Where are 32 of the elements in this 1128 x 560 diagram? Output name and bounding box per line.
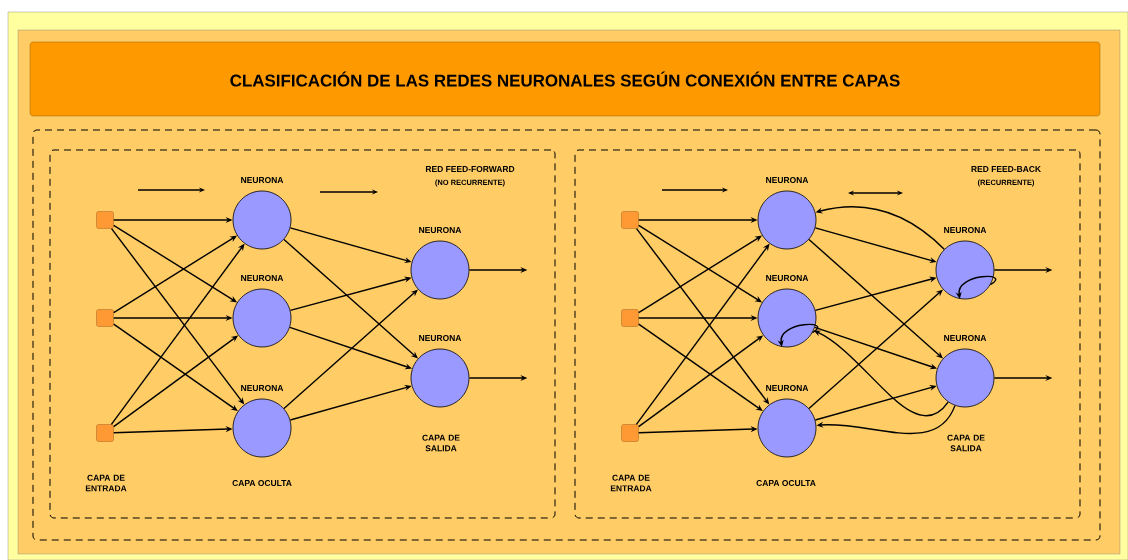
dashed-frame bbox=[32, 129, 1101, 541]
neuron-label: NEURONA bbox=[241, 177, 284, 183]
layer-label: CAPA DE ENTRADA bbox=[610, 474, 652, 492]
layer-label: CAPA DE SALIDA bbox=[422, 434, 460, 452]
neuron-label: NEURONA bbox=[419, 227, 462, 233]
arrow bbox=[808, 289, 943, 410]
input-square bbox=[621, 309, 639, 327]
layer-label: CAPA OCULTA bbox=[756, 480, 816, 486]
layer-label: RED FEED-BACK bbox=[971, 166, 1041, 172]
arrow bbox=[283, 238, 418, 359]
arrow bbox=[808, 238, 943, 359]
layer-label: RED FEED-FORWARD bbox=[425, 166, 515, 172]
layer-label: CAPA DE ENTRADA bbox=[85, 474, 127, 492]
neuron-label: NEURONA bbox=[241, 385, 284, 391]
input-square bbox=[621, 424, 639, 442]
neuron-label: NEURONA bbox=[766, 177, 809, 183]
neuron-label: NEURONA bbox=[944, 335, 987, 341]
input-square bbox=[96, 309, 114, 327]
layer-label: CAPA DE SALIDA bbox=[947, 434, 985, 452]
arrow bbox=[283, 289, 418, 410]
title-banner: CLASIFICACIÓN DE LAS REDES NEURONALES SEGÚN CONEXIÓN ENTRE CAPAS bbox=[29, 41, 1101, 117]
dashed-frame bbox=[49, 149, 556, 519]
input-square bbox=[96, 424, 114, 442]
neuron-label: NEURONA bbox=[241, 275, 284, 281]
neuron-label: NEURONA bbox=[419, 335, 462, 341]
neuron-label: NEURONA bbox=[766, 385, 809, 391]
input-square bbox=[96, 211, 114, 229]
input-square bbox=[621, 211, 639, 229]
dashed-frame bbox=[574, 149, 1081, 519]
neuron-label: NEURONA bbox=[944, 227, 987, 233]
neuron-label: NEURONA bbox=[766, 275, 809, 281]
layer-label: CAPA OCULTA bbox=[232, 480, 292, 486]
